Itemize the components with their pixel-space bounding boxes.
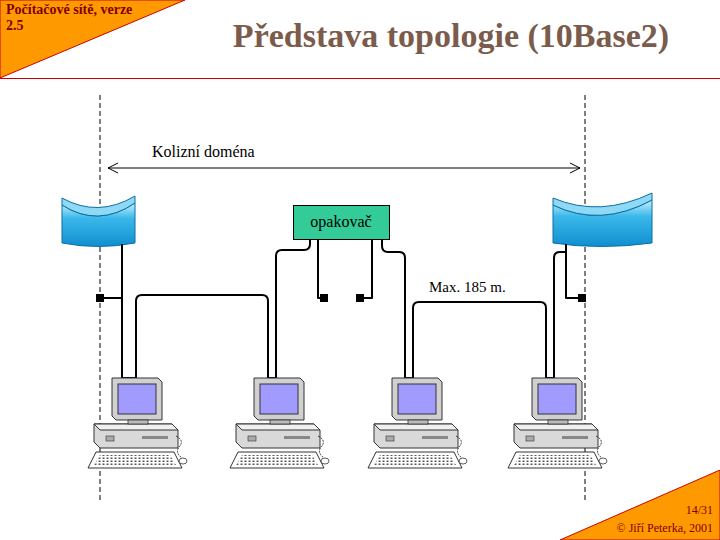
header-corner-fill — [0, 0, 185, 78]
computer-icon — [230, 378, 329, 468]
header-rule — [0, 78, 720, 79]
computer-icon — [88, 378, 187, 468]
domain-arrow — [108, 163, 580, 173]
copyright: © Jiří Peterka, 2001 — [617, 522, 713, 536]
page-number: 14/31 — [686, 504, 713, 518]
computer-icon — [368, 378, 467, 468]
repeater-box: opakovač — [293, 205, 390, 240]
computer-icon — [508, 378, 607, 468]
course-name: Počítačové sítě, verze 2.5 — [6, 2, 134, 34]
footer-corner: 14/31 © Jiří Peterka, 2001 — [560, 470, 720, 540]
terminator — [320, 294, 328, 302]
domain-wall — [553, 193, 652, 215]
terminator — [96, 294, 104, 302]
terminator — [578, 294, 586, 302]
terminator — [356, 294, 364, 302]
length-label: Max. 185 m. — [427, 279, 508, 296]
header-corner: Počítačové sítě, verze 2.5 — [0, 0, 185, 78]
repeater-label: opakovač — [310, 213, 371, 231]
coax-cable — [104, 240, 578, 378]
domain-wall — [62, 196, 135, 216]
slide-title: Představa topologie (10Base2) — [188, 16, 714, 55]
footer-corner-fill — [560, 470, 720, 540]
domain-label: Kolizní doména — [150, 143, 257, 161]
